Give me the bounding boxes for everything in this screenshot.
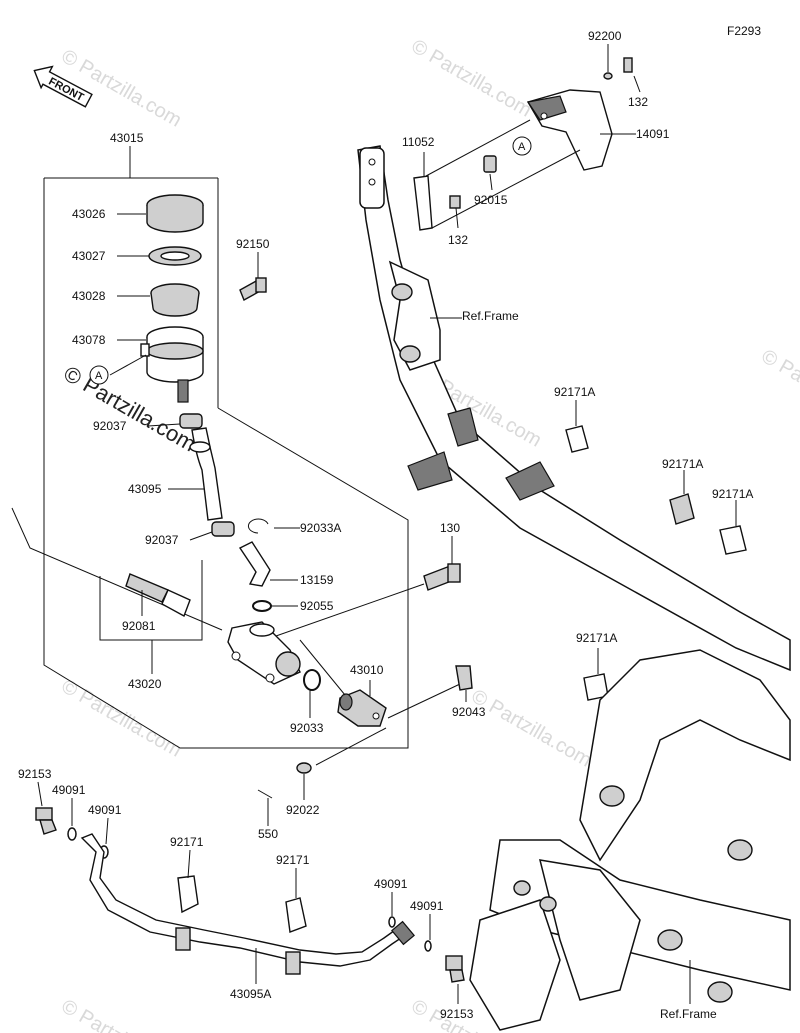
hose-clamp (179, 413, 203, 429)
callout-43095: 43095 (128, 482, 162, 496)
clip-92171a-1 (565, 425, 589, 453)
assembly-outline (43, 178, 409, 749)
snap-ring (303, 669, 321, 691)
callout-92037-lower: 92037 (145, 533, 179, 547)
bracket-11052 (413, 175, 433, 231)
watermark-text: © Partzilla.com (408, 35, 536, 121)
collar-92015 (483, 155, 497, 173)
callout-92033: 92033 (290, 721, 324, 735)
washer-92022 (296, 762, 312, 774)
watermark-text: © Partzilla.com (58, 995, 186, 1033)
washer-49091-c (388, 916, 396, 928)
master-cylinder-group: 43015 43026 43027 43028 43078 A 92037 (11, 131, 486, 841)
callout-14091: 14091 (636, 127, 670, 141)
diagram-code: F2293 (727, 24, 761, 38)
circlip (247, 518, 269, 534)
washer-92200 (603, 72, 613, 80)
callout-92171A-4: 92171A (576, 631, 617, 645)
washer-49091-a (67, 827, 77, 841)
bolt-132-top (623, 57, 633, 73)
callout-92022: 92022 (286, 803, 320, 817)
callout-43010: 43010 (350, 663, 384, 677)
callout-49091-a: 49091 (52, 783, 86, 797)
frame-lower (579, 649, 791, 862)
hose-fitting (238, 541, 271, 587)
callout-49091-b: 49091 (88, 803, 122, 817)
callout-13159: 13159 (300, 573, 334, 587)
callout-92153-left: 92153 (18, 767, 52, 781)
callout-43026: 43026 (72, 207, 106, 221)
callout-43020: 43020 (128, 677, 162, 691)
callout-92171A-3: 92171A (712, 487, 753, 501)
washer-49091-d (424, 940, 432, 952)
callout-92033a: 92033A (300, 521, 341, 535)
callout-92200: 92200 (588, 29, 622, 43)
watermark-text: © Partzilla.com (758, 345, 800, 431)
marker-a2-label: A (518, 141, 526, 153)
callout-130: 130 (440, 521, 460, 535)
hose-clamp-92171-b (285, 897, 307, 933)
callout-92150: 92150 (236, 237, 270, 251)
callout-92171-b: 92171 (276, 853, 310, 867)
frame-downtube (357, 145, 791, 672)
watermark-text: © Partzilla.com (468, 685, 596, 771)
frame-group: Ref.Frame 14091 92200 132 11052 92015 A (357, 29, 791, 1031)
piston-spring (125, 573, 169, 603)
callout-92055: 92055 (300, 599, 334, 613)
callout-43028: 43028 (72, 289, 106, 303)
banjo-bolt-left (35, 807, 53, 821)
hose-clamp-lower (211, 521, 235, 537)
brake-hose-group: 92153 49091 49091 43095A 92171 92171 490… (18, 767, 474, 1021)
callout-92171A-2: 92171A (662, 457, 703, 471)
callout-92171-a: 92171 (170, 835, 204, 849)
callout-49091-c: 49091 (374, 877, 408, 891)
banjo-bolt-right (445, 955, 463, 971)
hose-clamp-92171-a (177, 875, 199, 914)
watermark-text: © Partzilla.com (58, 675, 186, 761)
callout-49091-d: 49091 (410, 899, 444, 913)
callout-92081: 92081 (122, 619, 156, 633)
callout-43078: 43078 (72, 333, 106, 347)
callout-43015: 43015 (110, 131, 144, 145)
o-ring (252, 600, 272, 612)
pin-92043 (455, 665, 473, 691)
piston (161, 589, 191, 618)
bolt-132-lower (449, 195, 461, 209)
marker-a-circle-2 (512, 136, 532, 156)
callout-43095a: 43095A (230, 987, 271, 1001)
callout-132-top: 132 (628, 95, 648, 109)
brake-hose-43095a (80, 833, 406, 967)
callout-92015: 92015 (474, 193, 508, 207)
callout-550: 550 (258, 827, 278, 841)
ref-frame-bottom: Ref.Frame (660, 1007, 717, 1021)
callout-92153-right: 92153 (440, 1007, 474, 1021)
reservoir-spout (177, 379, 189, 403)
clip-92171a-2 (669, 493, 695, 525)
callout-92171A-1: 92171A (554, 385, 595, 399)
callout-43027: 43027 (72, 249, 106, 263)
marker-a-circle (89, 365, 109, 385)
callout-92037-top: 92037 (93, 419, 127, 433)
callout-132-lower: 132 (448, 233, 468, 247)
callout-92043: 92043 (452, 705, 486, 719)
reservoir-cap-body (146, 205, 204, 233)
marker-a-label: A (95, 370, 103, 382)
callout-11052: 11052 (402, 135, 435, 149)
ref-frame-top: Ref.Frame (462, 309, 519, 323)
clip-92171a-3 (719, 525, 747, 555)
